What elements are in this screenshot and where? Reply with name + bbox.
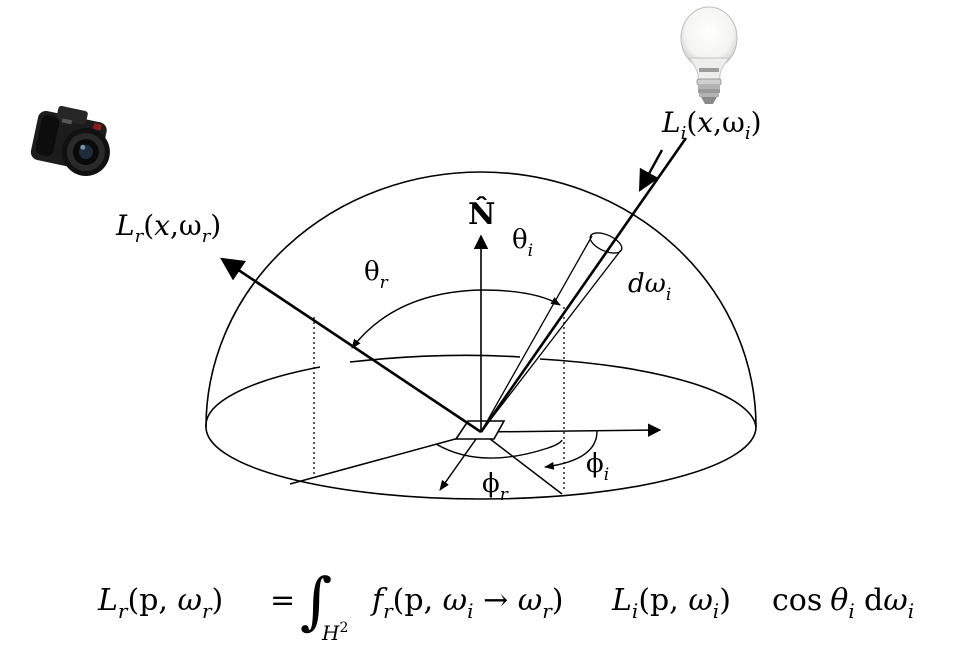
hemisphere-base-back-left bbox=[205, 366, 321, 428]
outgoing-radiance-label: Lr(x,ωr) bbox=[115, 209, 221, 247]
equation-incident: Li(p, ωi) bbox=[611, 583, 731, 623]
equation-brdf: fr(p, ωi → ωr) bbox=[370, 583, 564, 623]
incoming-radiance-label: Li(x,ωi) bbox=[661, 106, 762, 144]
hemisphere-base-back-right bbox=[539, 358, 757, 428]
camera-icon bbox=[30, 105, 110, 176]
bitangent-axis bbox=[439, 431, 482, 491]
incoming-cone bbox=[480, 232, 623, 433]
equation-lhs: Lr(p, ωr) bbox=[97, 583, 223, 623]
incoming-arrow bbox=[638, 149, 664, 192]
theta-i-label: θi bbox=[512, 225, 533, 261]
phi-i-label: ϕi bbox=[586, 449, 609, 485]
phi-r-arc bbox=[435, 439, 563, 459]
integral-domain: H2 bbox=[321, 620, 348, 645]
outgoing-ray bbox=[220, 257, 482, 434]
normal-label: N̂ bbox=[468, 197, 495, 232]
phi-i-arc bbox=[544, 429, 598, 470]
theta-i-arc bbox=[480, 289, 561, 306]
equation-equals: = bbox=[270, 583, 295, 618]
rendering-equation: Lr(p, ωr) = ∫ H2 fr(p, ωi → ωr) Li(p, ωi… bbox=[97, 564, 914, 645]
theta-r-label: θr bbox=[364, 257, 389, 293]
light-bulb-icon bbox=[680, 6, 738, 104]
tangent-axis bbox=[480, 423, 662, 437]
polar-arcs bbox=[351, 289, 561, 349]
azimuth-lines bbox=[289, 423, 662, 495]
integral-sign: ∫ bbox=[300, 564, 332, 637]
azimuth-arcs bbox=[435, 429, 598, 470]
hemisphere-base-front bbox=[205, 426, 757, 500]
azimuth-line-i bbox=[480, 431, 563, 495]
equation-differential: dωi bbox=[864, 583, 914, 623]
projection-lines bbox=[313, 307, 565, 492]
hemisphere-dome bbox=[205, 171, 757, 428]
phi-r-label: ϕr bbox=[482, 469, 509, 505]
azimuth-line-r bbox=[289, 431, 482, 485]
theta-r-arc bbox=[351, 289, 482, 349]
solid-angle-label: dωi bbox=[628, 269, 671, 305]
